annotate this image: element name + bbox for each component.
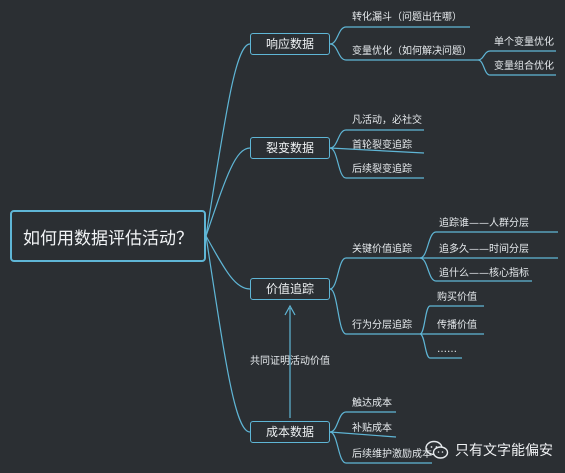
leaf-variable-optimization: 变量优化（如何解决问题）: [352, 46, 472, 57]
leaf-purchase-value: 购买价值: [437, 292, 477, 303]
annotation-label: 共同证明活动价值: [250, 356, 330, 367]
leaf-maintenance-cost: 后续维护激励成本: [352, 449, 432, 460]
watermark-text: 只有文字能偏安: [455, 443, 553, 459]
leaf-track-who: 追踪谁——人群分层: [439, 218, 529, 229]
leaf-variable-combination: 变量组合优化: [494, 61, 554, 72]
branch-value-tracking: 价值追踪: [250, 278, 330, 300]
leaf-first-round: 首轮裂变追踪: [352, 140, 412, 151]
leaf-spread-value: 传播价值: [437, 320, 477, 331]
wechat-icon: [425, 440, 449, 459]
leaf-single-variable: 单个变量优化: [494, 37, 554, 48]
watermark: 只有文字能偏安: [425, 440, 553, 460]
leaf-ellipsis: ……: [437, 344, 457, 355]
leaf-conversion-funnel: 转化漏斗（问题出在哪）: [352, 12, 462, 23]
branch-cost-data: 成本数据: [250, 421, 330, 443]
leaf-track-how-long: 追多久——时间分层: [439, 244, 529, 255]
leaf-track-what: 追什么——核心指标: [439, 268, 529, 279]
leaf-follow-up-rounds: 后续裂变追踪: [352, 164, 412, 175]
leaf-social: 凡活动，必社交: [352, 115, 422, 126]
root-topic: 如何用数据评估活动？: [10, 210, 206, 262]
leaf-behavior-layer-tracking: 行为分层追踪: [352, 320, 412, 331]
branch-fission-data: 裂变数据: [250, 137, 330, 159]
branch-response-data: 响应数据: [250, 33, 330, 55]
leaf-reach-cost: 触达成本: [352, 398, 392, 409]
leaf-subsidy-cost: 补贴成本: [352, 423, 392, 434]
leaf-key-value-tracking: 关键价值追踪: [352, 244, 412, 255]
